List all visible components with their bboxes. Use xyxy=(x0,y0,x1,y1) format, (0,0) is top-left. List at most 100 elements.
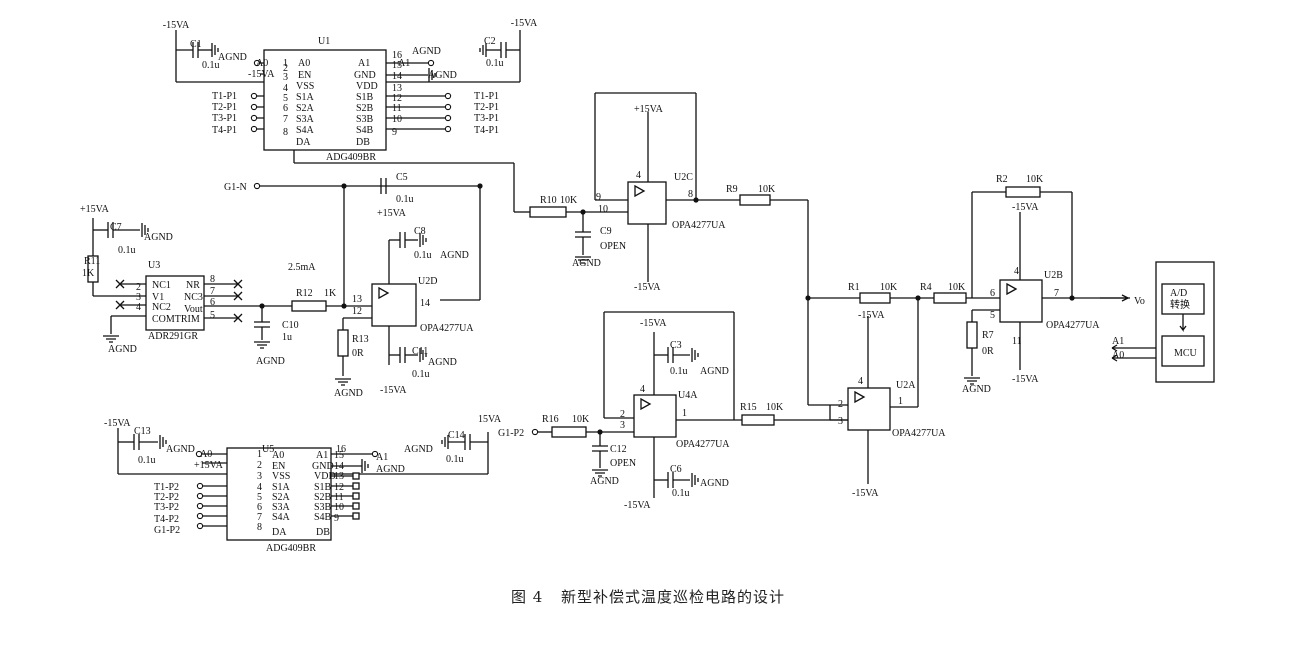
label-text: C10 xyxy=(282,320,299,331)
label-text: 6 xyxy=(257,502,262,513)
label-text: AGND xyxy=(700,478,729,489)
terminal xyxy=(195,450,203,458)
label-text: T2-P2 xyxy=(154,492,179,503)
ground-symbol xyxy=(479,43,487,57)
ground-symbol xyxy=(441,435,449,449)
label-text: ADG409BR xyxy=(266,543,316,554)
label-text: U2A xyxy=(896,380,916,391)
ad-converter xyxy=(1161,283,1205,315)
label-text: 13 xyxy=(352,294,362,305)
label-text: 0.1u xyxy=(670,366,688,377)
ground-symbol xyxy=(691,473,699,487)
label-text: OPA4277UA xyxy=(676,439,730,450)
label-text: AGND xyxy=(144,232,173,243)
label-text: +15VA xyxy=(194,460,224,471)
terminal xyxy=(196,482,204,490)
terminal xyxy=(196,492,204,500)
label-text: S4B xyxy=(314,512,332,523)
label-text: S1A xyxy=(272,482,291,493)
label-text: 10K xyxy=(948,282,966,293)
label-text: 13 xyxy=(334,471,344,482)
label-text: R4 xyxy=(920,282,932,293)
label-text: 2 xyxy=(136,282,141,293)
label-text: 1 xyxy=(257,449,262,460)
label-text: 10K xyxy=(572,414,590,425)
label-text: A/D xyxy=(1170,288,1187,299)
resistor xyxy=(859,292,891,304)
label-text: 8 xyxy=(257,522,262,533)
label-text: 14 xyxy=(392,71,402,82)
op-amp xyxy=(847,387,891,431)
label-text: DB xyxy=(316,527,330,538)
label-text: R9 xyxy=(726,184,738,195)
label-text: 6 xyxy=(210,297,215,308)
label-text: -15VA xyxy=(248,69,275,80)
ground-symbol xyxy=(419,348,427,362)
label-text: OPA4277UA xyxy=(420,323,474,334)
junction-dot xyxy=(580,209,586,215)
labels: -15VAC10.1uAGNDA0-15VAU11612345678151413… xyxy=(80,18,1198,554)
label-text: C5 xyxy=(396,172,408,183)
label-text: C12 xyxy=(610,444,627,455)
bus-arrow xyxy=(1111,344,1118,362)
label-text: 5 xyxy=(210,310,215,321)
op-amp-triangle xyxy=(854,390,866,404)
label-text: T3-P1 xyxy=(474,113,499,124)
capacitor xyxy=(254,321,270,328)
label-text: 10K xyxy=(766,402,784,413)
label-text: 16 xyxy=(336,444,346,455)
label-text: 5 xyxy=(257,492,262,503)
op-amp-triangle xyxy=(378,286,390,300)
resistor xyxy=(291,300,327,312)
label-text: 0.1u xyxy=(486,58,504,69)
junction-dot xyxy=(915,295,921,301)
label-text: -15VA xyxy=(852,488,879,499)
label-text: T1-P2 xyxy=(154,482,179,493)
label-text: -15VA xyxy=(1012,374,1039,385)
label-text: 0.1u xyxy=(202,60,220,71)
label-text: 4 xyxy=(257,482,262,493)
ground-symbol xyxy=(335,378,351,386)
resistor xyxy=(87,255,99,283)
no-connect-mark xyxy=(233,291,243,301)
label-text: EN xyxy=(298,70,311,81)
terminal xyxy=(250,125,258,133)
label-text: OPA4277UA xyxy=(1046,320,1100,331)
ground-symbol xyxy=(211,43,219,57)
label-text: 3 xyxy=(283,72,288,83)
capacitor xyxy=(667,347,674,363)
label-text: OPA4277UA xyxy=(892,428,946,439)
label-text: OPEN xyxy=(610,458,636,469)
label-text: AGND xyxy=(428,357,457,368)
label-text: T3-P1 xyxy=(212,113,237,124)
label-text: GND xyxy=(354,70,376,81)
label-text: S1B xyxy=(314,482,332,493)
label-text: 10 xyxy=(334,502,344,513)
label-text: VDD xyxy=(356,81,378,92)
ground-symbol xyxy=(575,256,591,264)
terminal xyxy=(250,103,258,111)
label-text: C3 xyxy=(670,340,682,351)
internal-arrow xyxy=(1179,314,1187,332)
terminal xyxy=(253,59,261,67)
label-text: S4A xyxy=(272,512,291,523)
junction-dot xyxy=(693,197,699,203)
label-text: GND xyxy=(312,461,334,472)
label-text: -15VA xyxy=(1012,202,1039,213)
capacitor xyxy=(575,231,591,238)
label-text: 4 xyxy=(640,384,645,395)
resistor xyxy=(933,292,967,304)
label-text: A0 xyxy=(272,450,284,461)
label-text: R13 xyxy=(352,334,369,345)
capacitor xyxy=(133,434,140,450)
open-pad xyxy=(352,492,360,500)
figure-caption: 图 4 新型补偿式温度巡检电路的设计 xyxy=(0,586,1296,607)
label-text: G1-P2 xyxy=(498,428,524,439)
components xyxy=(87,42,1215,541)
label-text: 12 xyxy=(352,306,362,317)
label-text: R7 xyxy=(982,330,994,341)
label-text: 0.1u xyxy=(412,369,430,380)
label-text: A1 xyxy=(376,452,388,463)
label-text: A1 xyxy=(1112,336,1124,347)
label-text: -15VA xyxy=(624,500,651,511)
